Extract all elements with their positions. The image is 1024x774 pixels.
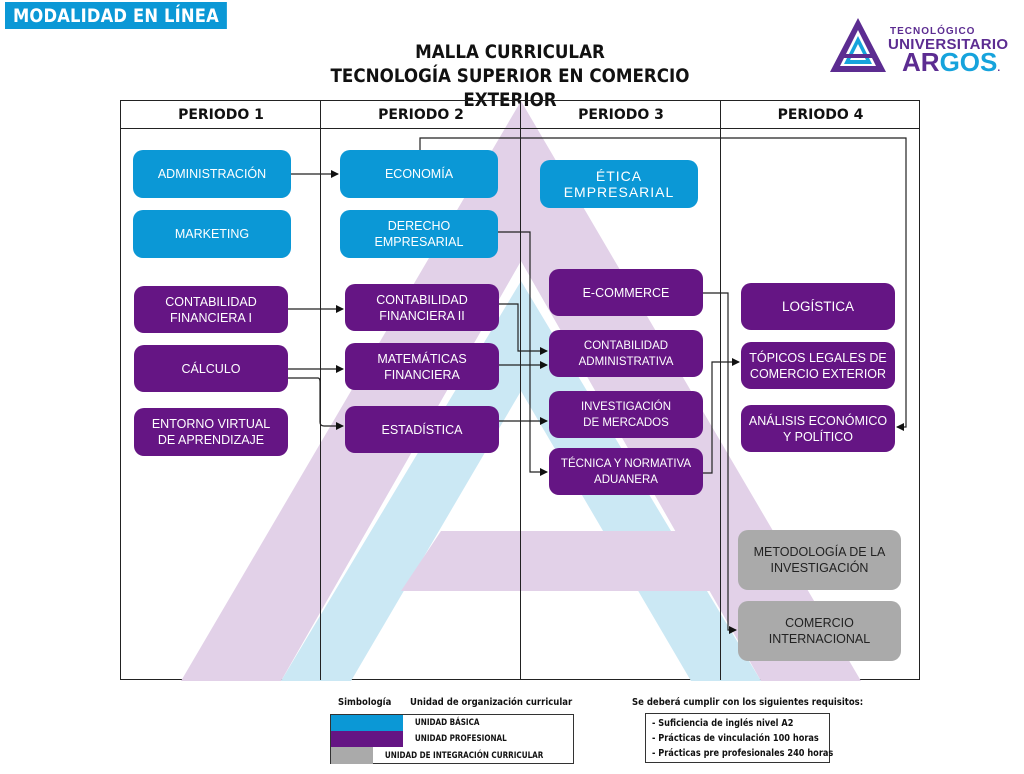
course-analisis-economico[interactable]: ANÁLISIS ECONÓMICO Y POLÍTICO — [741, 405, 895, 452]
requirement-item: - Prácticas pre profesionales 240 horas — [652, 748, 834, 759]
requirements-header: Se deberá cumplir con los siguientes req… — [632, 697, 864, 708]
course-derecho-empresarial[interactable]: DERECHO EMPRESARIAL — [340, 210, 498, 258]
page-title: MALLA CURRICULAR TECNOLOGÍA SUPERIOR EN … — [260, 40, 760, 112]
course-estadistica[interactable]: ESTADÍSTICA — [345, 406, 499, 453]
course-tecnica-normativa-aduanera[interactable]: TÉCNICA Y NORMATIVA ADUANERA — [549, 448, 703, 495]
course-economia[interactable]: ECONOMÍA — [340, 150, 498, 198]
legend-item-profesional: UNIDAD PROFESIONAL — [331, 731, 573, 747]
logo-line-3: ARGOS. — [902, 49, 1000, 82]
course-e-commerce[interactable]: E-COMMERCE — [549, 269, 703, 316]
course-contabilidad-financiera-2[interactable]: CONTABILIDAD FINANCIERA II — [345, 284, 499, 331]
requirement-item: - Suficiencia de inglés nivel A2 — [652, 718, 794, 729]
period-2-header: PERIODO 2 — [321, 101, 521, 129]
logo-dot: . — [997, 63, 1001, 74]
watermark-logo-icon — [181, 101, 861, 681]
legend-label: UNIDAD DE INTEGRACIÓN CURRICULAR — [384, 750, 543, 761]
course-contabilidad-administrativa[interactable]: CONTABILIDAD ADMINISTRATIVA — [549, 330, 703, 377]
legend-swatch-profesional — [331, 731, 403, 747]
legend-item-basica: UNIDAD BÁSICA — [331, 715, 573, 731]
column-divider — [720, 101, 721, 680]
column-divider — [520, 101, 521, 680]
course-contabilidad-financiera-1[interactable]: CONTABILIDAD FINANCIERA I — [134, 286, 288, 333]
legend-unit-header: Unidad de organización curricular — [410, 697, 573, 708]
legend-swatch-integracion — [331, 747, 373, 764]
modality-badge: MODALIDAD EN LÍNEA — [5, 2, 227, 29]
legend-item-integracion: UNIDAD DE INTEGRACIÓN CURRICULAR — [331, 747, 573, 764]
requirements-box: - Suficiencia de inglés nivel A2 - Práct… — [645, 713, 834, 763]
course-logistica[interactable]: LOGÍSTICA — [741, 283, 895, 330]
logo-ar: AR — [902, 47, 940, 77]
argos-triangle-icon — [830, 18, 886, 72]
course-administracion[interactable]: ADMINISTRACIÓN — [133, 150, 291, 198]
legend-swatch-basica — [331, 715, 403, 731]
period-1-header: PERIODO 1 — [121, 101, 321, 129]
legend-symbol-header: Simbología — [338, 697, 392, 708]
course-calculo[interactable]: CÁLCULO — [134, 345, 288, 392]
logo-gos: GOS — [939, 47, 998, 77]
institution-logo: TECNOLÓGICO UNIVERSITARIO ARGOS. — [828, 16, 1020, 76]
logo-line-2: UNIVERSITARIO — [888, 36, 1009, 53]
course-topicos-legales[interactable]: TÓPICOS LEGALES DE COMERCIO EXTERIOR — [741, 342, 895, 389]
course-entorno-virtual[interactable]: ENTORNO VIRTUAL DE APRENDIZAJE — [134, 408, 288, 456]
column-divider — [320, 101, 321, 680]
legend-label: UNIDAD PROFESIONAL — [414, 734, 507, 744]
title-line-1: MALLA CURRICULAR — [415, 41, 605, 63]
logo-line-1: TECNOLÓGICO — [890, 26, 976, 37]
legend-box: UNIDAD BÁSICA UNIDAD PROFESIONAL UNIDAD … — [330, 714, 574, 764]
legend-label: UNIDAD BÁSICA — [414, 718, 480, 728]
course-metodologia-investigacion[interactable]: METODOLOGÍA DE LA INVESTIGACIÓN — [738, 530, 901, 590]
course-matematicas-financiera[interactable]: MATEMÁTICAS FINANCIERA — [345, 343, 499, 390]
period-4-header: PERIODO 4 — [721, 101, 920, 129]
requirement-item: - Prácticas de vinculación 100 horas — [652, 733, 819, 744]
course-comercio-internacional[interactable]: COMERCIO INTERNACIONAL — [738, 601, 901, 661]
course-marketing[interactable]: MARKETING — [133, 210, 291, 258]
course-investigacion-mercados[interactable]: INVESTIGACIÓN DE MERCADOS — [549, 391, 703, 438]
course-etica-empresarial[interactable]: ÉTICA EMPRESARIAL — [540, 160, 698, 208]
period-3-header: PERIODO 3 — [521, 101, 721, 129]
